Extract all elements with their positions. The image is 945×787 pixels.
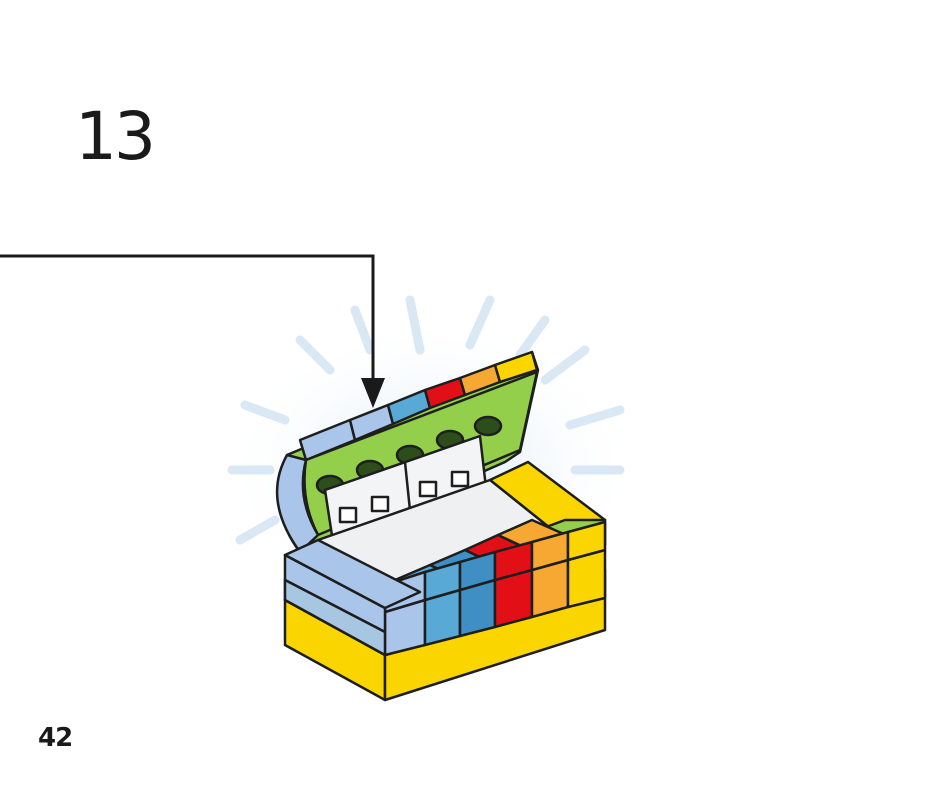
step-number: 13 [75, 98, 156, 175]
page-number: 42 [38, 723, 73, 753]
chest-body [283, 460, 607, 702]
callout-arrow [0, 254, 385, 408]
chest-lid [275, 350, 540, 557]
down-arrow-icon [361, 378, 385, 408]
